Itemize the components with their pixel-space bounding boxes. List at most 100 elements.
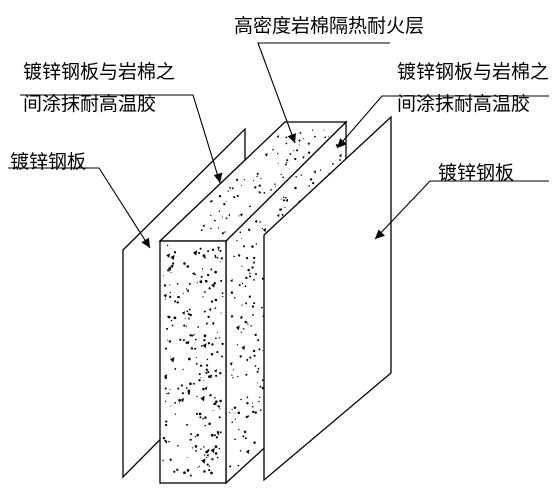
texture-fleck: [204, 386, 208, 391]
texture-speckle: [339, 159, 341, 161]
texture-speckle: [251, 245, 254, 248]
texture-fleck: [206, 448, 210, 453]
leader-lines: [8, 42, 549, 249]
texture-speckle: [261, 306, 263, 309]
texture-speckle: [169, 295, 172, 298]
texture-speckle: [245, 415, 248, 419]
texture-speckle: [210, 433, 214, 437]
texture-speckle: [254, 333, 257, 337]
texture-speckle: [200, 448, 202, 450]
texture-speckle: [277, 162, 279, 164]
texture-speckle: [191, 447, 194, 449]
label-adhesive-right-line1: 镀锌钢板与岩棉之: [397, 61, 550, 83]
texture-speckle: [307, 151, 311, 154]
texture-speckle: [204, 279, 208, 283]
texture-speckle: [221, 355, 223, 358]
texture-speckle: [243, 430, 247, 434]
texture-speckle: [253, 279, 255, 281]
texture-speckle: [185, 341, 189, 344]
texture-speckle: [190, 347, 194, 350]
texture-speckle: [254, 365, 257, 367]
texture-speckle: [167, 315, 169, 318]
texture-speckle: [216, 456, 219, 459]
texture-speckle: [319, 169, 322, 171]
texture-speckle: [270, 189, 272, 191]
texture-speckle: [199, 280, 203, 284]
texture-speckle: [194, 338, 197, 341]
texture-fleck: [210, 199, 213, 203]
texture-speckle: [293, 150, 295, 152]
texture-speckle: [256, 172, 259, 175]
texture-speckle: [244, 320, 247, 324]
texture-speckle: [182, 292, 185, 294]
texture-fleck: [210, 447, 215, 454]
texture-speckle: [218, 195, 222, 198]
texture-speckle: [223, 203, 226, 206]
texture-speckle: [176, 468, 179, 471]
texture-fleck: [192, 250, 198, 256]
texture-speckle: [198, 379, 201, 382]
texture-speckle: [251, 405, 254, 408]
texture-fleck: [202, 224, 205, 228]
arrowheads: [141, 133, 385, 248]
texture-speckle: [214, 307, 217, 310]
texture-speckle: [213, 402, 217, 405]
texture-speckle: [218, 447, 221, 450]
texture-speckle: [185, 387, 188, 389]
texture-speckle: [213, 403, 215, 405]
texture-speckle: [303, 137, 305, 140]
texture-fleck: [202, 343, 207, 349]
texture-speckle: [246, 257, 249, 260]
texture-speckle: [194, 435, 197, 438]
texture-speckle: [230, 315, 234, 318]
texture-fleck: [230, 279, 233, 283]
texture-speckle: [211, 300, 213, 302]
texture-speckle: [186, 469, 190, 472]
texture-speckle: [205, 371, 208, 374]
texture-speckle: [164, 387, 167, 390]
texture-speckle: [250, 325, 252, 327]
texture-fleck: [302, 155, 305, 159]
texture-speckle: [165, 347, 168, 350]
texture-speckle: [252, 410, 255, 414]
texture-speckle: [205, 450, 209, 454]
texture-speckle: [236, 239, 238, 242]
texture-speckle: [227, 190, 229, 192]
texture-speckle: [210, 200, 212, 203]
texture-speckle: [219, 399, 222, 403]
texture-speckle: [198, 412, 202, 416]
texture-speckle: [196, 395, 198, 398]
texture-speckle: [259, 409, 262, 412]
texture-speckle: [207, 370, 210, 374]
texture-fleck: [201, 458, 206, 464]
texture-speckle: [261, 277, 264, 280]
texture-speckle: [199, 364, 203, 367]
texture-speckle: [254, 411, 257, 414]
texture-speckle: [162, 459, 164, 462]
texture-fleck: [228, 213, 231, 217]
texture-speckle: [166, 244, 169, 247]
texture-speckle: [164, 439, 167, 442]
texture-speckle: [249, 272, 251, 275]
texture-speckle: [212, 322, 215, 325]
texture-speckle: [238, 215, 240, 217]
texture-fleck: [254, 219, 258, 224]
texture-speckle: [195, 362, 198, 365]
texture-speckle: [280, 208, 283, 211]
texture-speckle: [203, 334, 207, 338]
texture-speckle: [196, 282, 198, 284]
texture-speckle: [200, 377, 202, 379]
texture-speckle: [237, 375, 239, 377]
texture-speckle: [255, 273, 257, 276]
texture-speckle: [170, 405, 172, 407]
texture-speckle: [263, 192, 266, 194]
texture-fleck: [164, 440, 168, 444]
texture-speckle: [246, 396, 249, 399]
texture-speckle: [214, 219, 216, 222]
texture-speckle: [217, 432, 220, 435]
texture-speckle: [205, 456, 208, 459]
texture-speckle: [232, 369, 235, 371]
texture-speckle: [312, 182, 315, 185]
texture-speckle: [295, 176, 297, 178]
texture-speckle: [202, 296, 204, 298]
